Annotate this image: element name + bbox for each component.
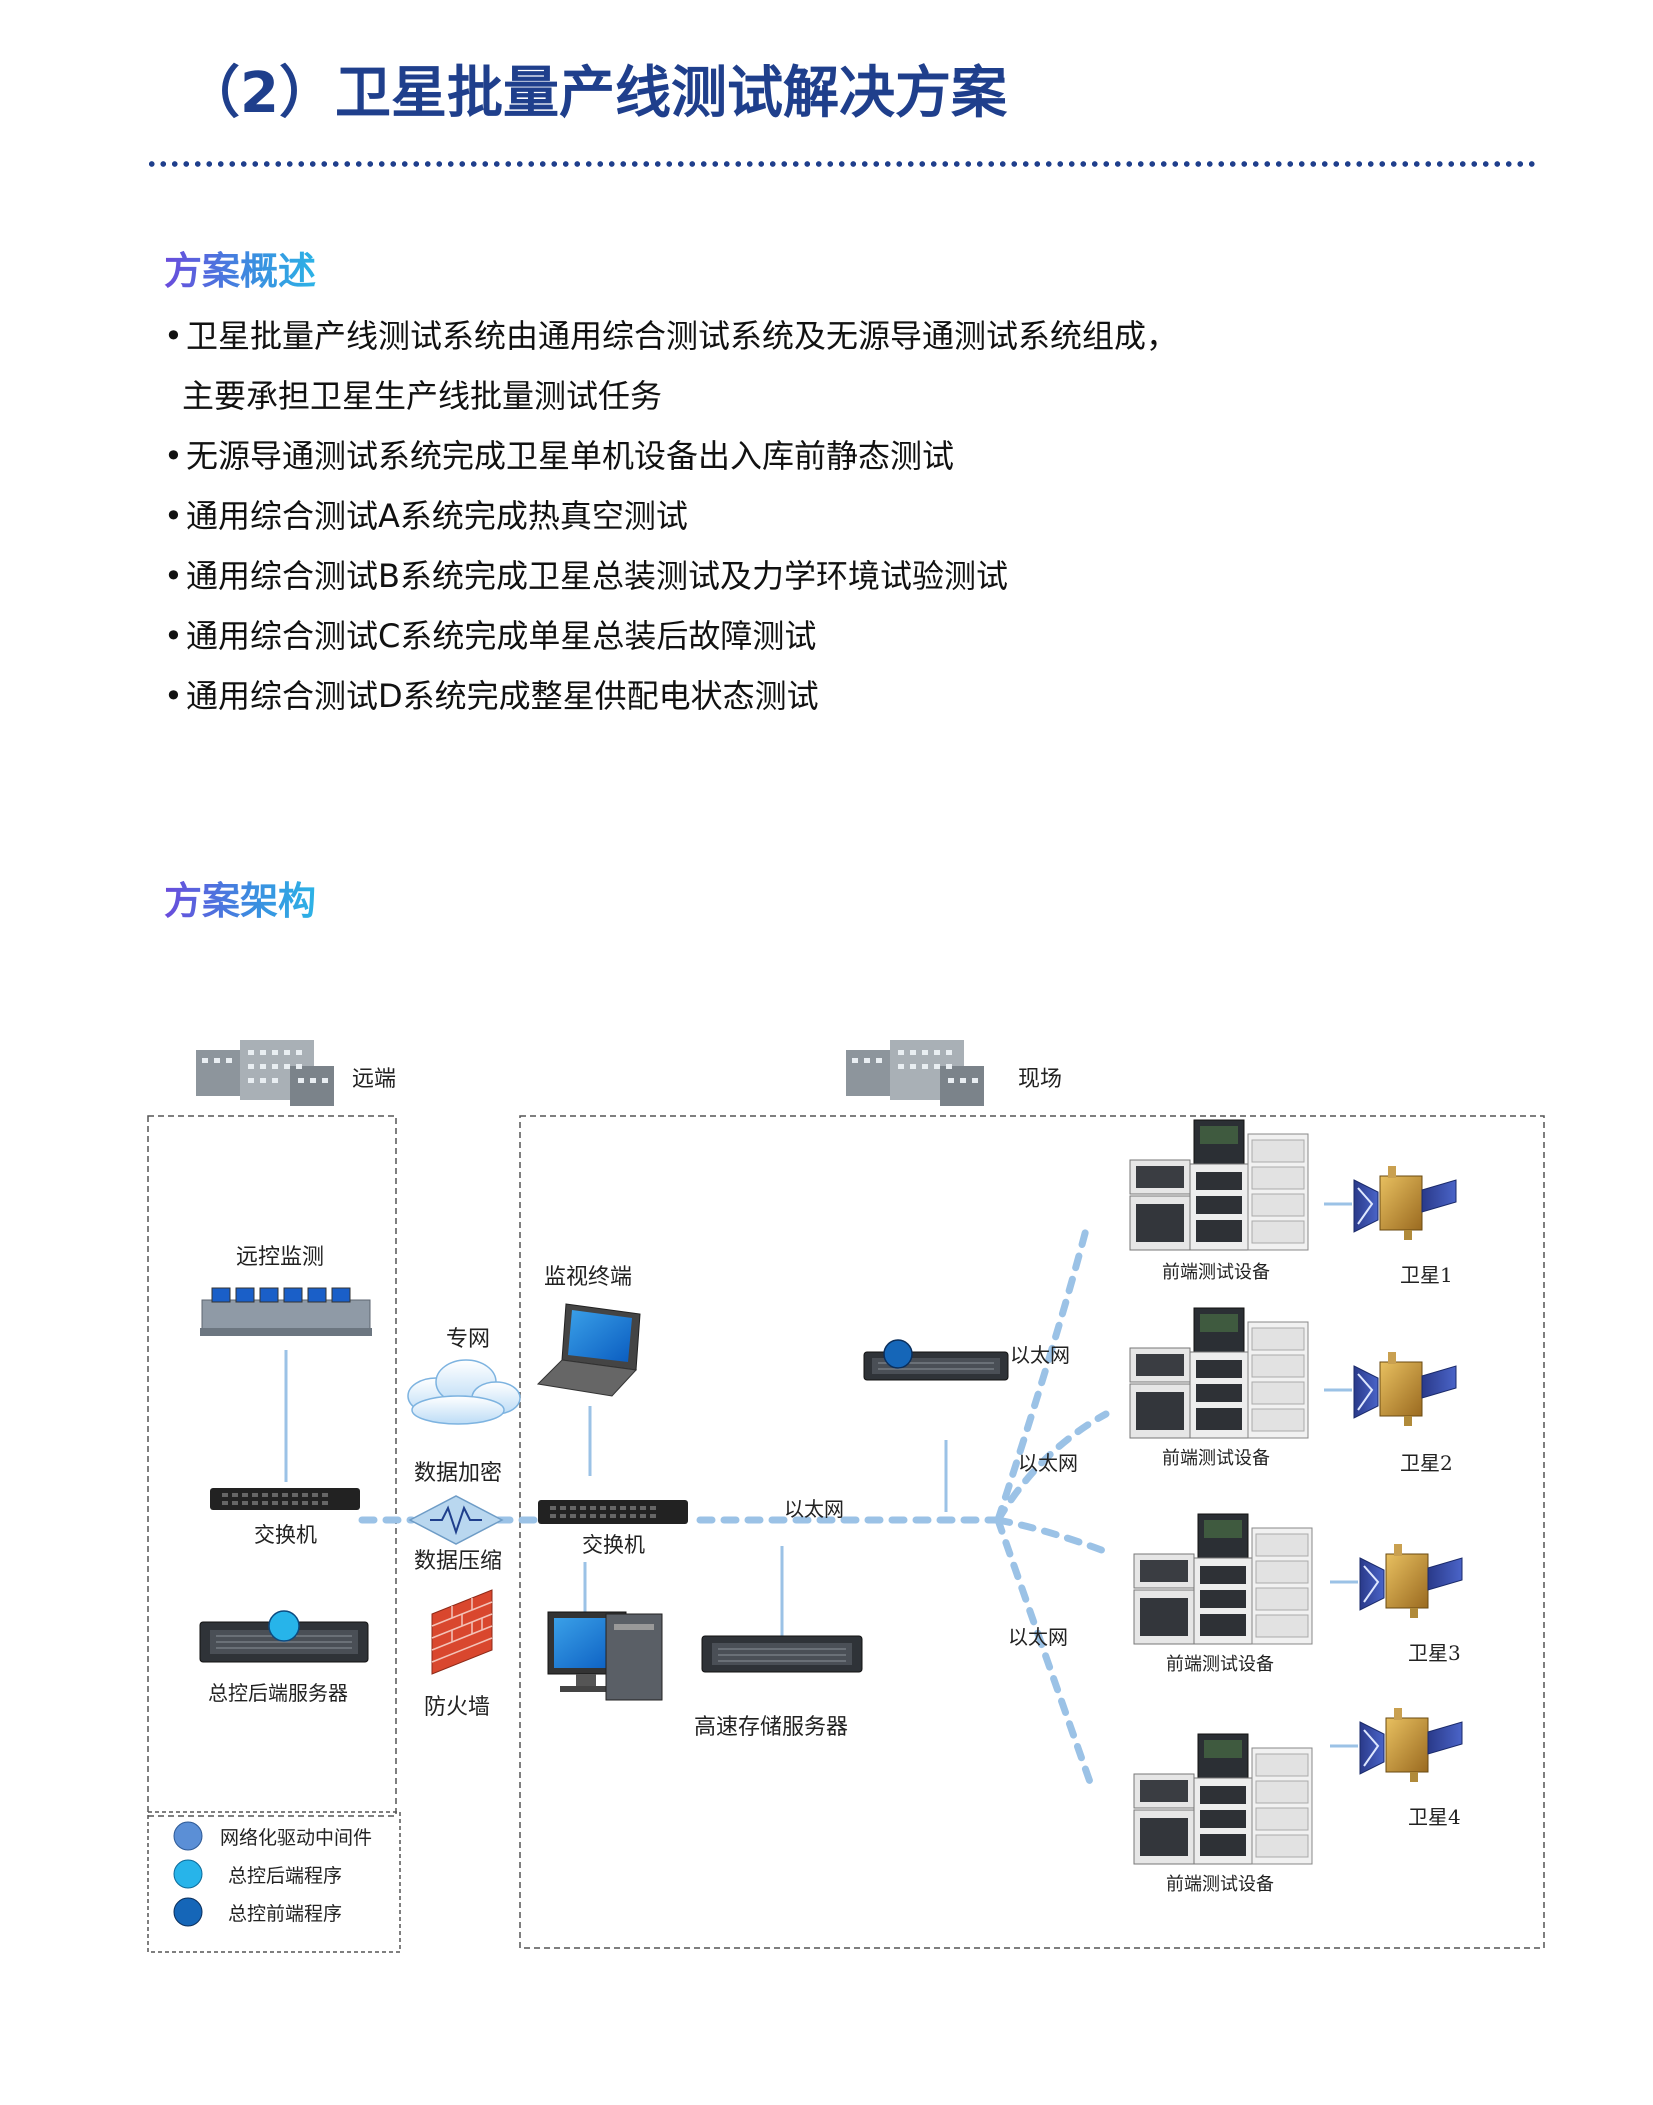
private-network-label: 专网	[446, 1327, 490, 1352]
satellite-icon	[1330, 1544, 1463, 1618]
monitor-terminal-label: 监视终端	[544, 1265, 632, 1290]
bullet-dot: •	[164, 677, 183, 715]
satellite-icon	[1330, 1708, 1463, 1782]
satellite-label: 卫星2	[1400, 1451, 1453, 1475]
remote-monitor-console-icon	[200, 1287, 372, 1336]
firewall-label: 防火墙	[424, 1695, 490, 1720]
legend-label: 总控前端程序	[228, 1903, 342, 1925]
laptop-icon	[536, 1303, 641, 1397]
frontend-equipment-label: 前端测试设备	[1162, 1262, 1270, 1283]
bullet-text: 通用综合测试D系统完成整星供配电状态测试	[186, 677, 819, 715]
section-heading-architecture: 方案架构	[164, 870, 316, 925]
frontend-test-equipment-icon	[1129, 1307, 1309, 1439]
ethernet-label: 以太网	[1010, 1343, 1070, 1367]
frontend-test-equipment-icon	[1133, 1733, 1313, 1865]
frontend-test-equipment-icon	[1133, 1513, 1313, 1645]
remote-monitor-label: 远控监测	[236, 1245, 324, 1270]
section-heading-overview: 方案概述	[164, 240, 316, 295]
architecture-diagram: 远端 现场 远控监测	[147, 1040, 1545, 1953]
remote-building-icon	[196, 1040, 334, 1106]
bullet-dot: •	[164, 557, 183, 595]
frontend-equipment-label: 前端测试设备	[1166, 1874, 1274, 1895]
remote-switch-label: 交换机	[254, 1523, 317, 1547]
bullet-text: 通用综合测试B系统完成卫星总装测试及力学环境试验测试	[186, 557, 1008, 595]
site-label: 现场	[1018, 1067, 1062, 1092]
legend-marker-frontend	[173, 1897, 203, 1927]
remote-switch-icon	[210, 1488, 360, 1510]
frontend-equipment-label: 前端测试设备	[1162, 1448, 1270, 1469]
list-item: •通用综合测试C系统完成单星总装后故障测试	[164, 606, 1464, 666]
site-switch-label: 交换机	[582, 1533, 645, 1557]
satellite-icon	[1324, 1166, 1457, 1240]
site-switch-icon	[538, 1500, 688, 1524]
bullet-text: 通用综合测试A系统完成热真空测试	[186, 497, 688, 535]
ethernet-label: 以太网	[784, 1497, 844, 1521]
overview-bullet-list: •卫星批量产线测试系统由通用综合测试系统及无源导通测试系统组成， 主要承担卫星生…	[164, 306, 1464, 726]
frontend-equipment-label: 前端测试设备	[1166, 1654, 1274, 1675]
cloud-icon	[407, 1359, 521, 1425]
ethernet-label: 以太网	[1018, 1451, 1078, 1475]
frontend-program-marker	[883, 1339, 913, 1369]
legend-box	[147, 1811, 401, 1953]
list-item: •通用综合测试B系统完成卫星总装测试及力学环境试验测试	[164, 546, 1464, 606]
master-server-label: 总控后端服务器	[208, 1681, 348, 1705]
list-item: •卫星批量产线测试系统由通用综合测试系统及无源导通测试系统组成，	[164, 306, 1464, 366]
bullet-text: 通用综合测试C系统完成单星总装后故障测试	[186, 617, 817, 655]
list-item: •无源导通测试系统完成卫星单机设备出入库前静态测试	[164, 426, 1464, 486]
backend-program-marker	[268, 1610, 300, 1642]
page-title: （2）卫星批量产线测试解决方案	[184, 61, 1007, 126]
legend-label: 网络化驱动中间件	[220, 1827, 372, 1849]
storage-server-label: 高速存储服务器	[694, 1715, 848, 1740]
bullet-text: 主要承担卫星生产线批量测试任务	[182, 377, 663, 415]
network-dashed-lines	[358, 1218, 1116, 1786]
bullet-dot: •	[164, 317, 183, 355]
list-item: •通用综合测试A系统完成热真空测试	[164, 486, 1464, 546]
firewall-icon	[431, 1589, 493, 1675]
legend-label: 总控后端程序	[228, 1865, 342, 1887]
bullet-dot: •	[164, 497, 183, 535]
compression-label: 数据压缩	[414, 1549, 502, 1574]
site-zone-box	[519, 1115, 1545, 1949]
site-building-icon	[846, 1040, 984, 1106]
encryption-compression-icon	[408, 1495, 504, 1545]
bullet-dot: •	[164, 437, 183, 475]
list-item: •通用综合测试D系统完成整星供配电状态测试	[164, 666, 1464, 726]
satellite-icon	[1324, 1352, 1457, 1426]
legend-marker-backend	[173, 1859, 203, 1889]
desktop-pc-icon	[547, 1611, 663, 1701]
satellite-label: 卫星1	[1400, 1263, 1453, 1287]
remote-zone-box	[147, 1115, 397, 1817]
bullet-text: 无源导通测试系统完成卫星单机设备出入库前静态测试	[186, 437, 955, 475]
dotted-divider	[146, 160, 1536, 168]
remote-label: 远端	[352, 1067, 396, 1092]
bullet-dot: •	[164, 617, 183, 655]
list-item-continuation: 主要承担卫星生产线批量测试任务	[164, 366, 1464, 426]
ethernet-label: 以太网	[1008, 1625, 1068, 1649]
encryption-label: 数据加密	[414, 1461, 502, 1486]
legend-marker-middleware	[173, 1821, 203, 1851]
satellite-label: 卫星4	[1408, 1805, 1461, 1829]
storage-server-icon	[701, 1635, 863, 1673]
bullet-text: 卫星批量产线测试系统由通用综合测试系统及无源导通测试系统组成，	[186, 317, 1179, 355]
satellite-label: 卫星3	[1408, 1641, 1461, 1665]
frontend-test-equipment-icon	[1129, 1119, 1309, 1251]
